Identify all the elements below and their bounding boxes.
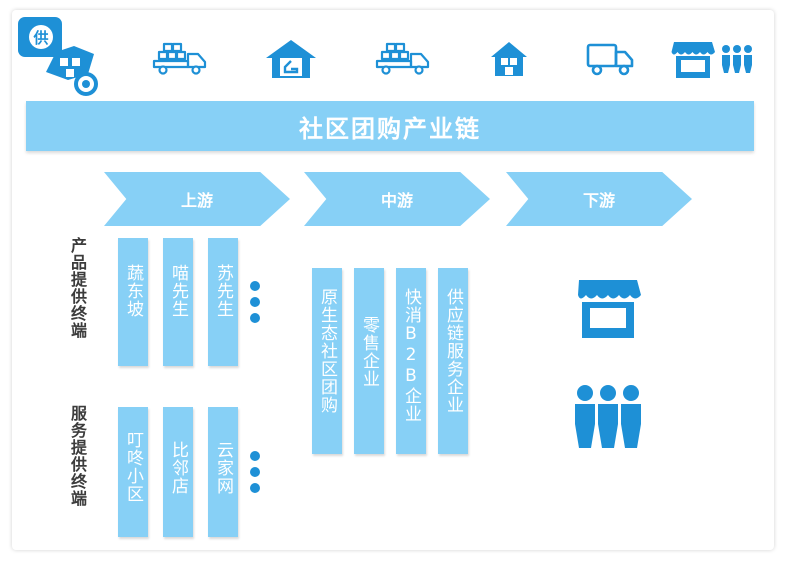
upstream-service-box: 比邻店	[163, 407, 193, 537]
upstream-product-box: 喵先生	[163, 238, 193, 366]
box-label: 喵先生	[168, 264, 188, 318]
store-house-icon	[489, 40, 529, 82]
storefront-icon	[670, 40, 716, 84]
box-label: 原生态社区团购	[317, 288, 337, 414]
upstream-service-box: 叮咚小区	[118, 407, 148, 537]
people-icon	[720, 44, 754, 78]
warehouse-icon	[264, 38, 318, 84]
more-dot	[250, 313, 260, 323]
box-label: 快消B2B企业	[401, 288, 421, 423]
truck-boxes-icon	[152, 42, 208, 80]
box-label: 云家网	[213, 441, 233, 495]
more-dot	[250, 483, 260, 493]
upstream-product-box: 苏先生	[208, 238, 238, 366]
box-label: 苏先生	[213, 264, 233, 318]
storefront-icon	[574, 278, 642, 344]
midstream-box: 原生态社区团购	[312, 268, 342, 454]
delivery-truck-icon	[586, 42, 634, 80]
more-dot	[250, 297, 260, 307]
people-icon	[572, 384, 644, 454]
upstream-product-box: 蔬东坡	[118, 238, 148, 366]
more-dot	[250, 281, 260, 291]
stage-midstream: 中游	[304, 172, 490, 226]
more-dot	[250, 451, 260, 461]
midstream-box: 供应链服务企业	[438, 268, 468, 454]
truck-boxes-icon	[375, 42, 431, 80]
box-label: 比邻店	[168, 441, 188, 495]
upstream-service-box: 云家网	[208, 407, 238, 537]
midstream-box: 零售企业	[354, 268, 384, 454]
midstream-box: 快消B2B企业	[396, 268, 426, 454]
box-label: 蔬东坡	[123, 264, 143, 318]
stage-upstream: 上游	[104, 172, 290, 226]
logo-badge-text: 供	[29, 25, 53, 49]
row-label-products: 产品提供终端	[68, 237, 87, 339]
logo: 供	[16, 14, 100, 98]
box-label: 供应链服务企业	[443, 288, 463, 414]
row-label-services: 服务提供终端	[68, 405, 87, 507]
stage-downstream: 下游	[506, 172, 692, 226]
page-title: 社区团购产业链	[26, 101, 754, 151]
box-label: 叮咚小区	[123, 431, 143, 503]
box-label: 零售企业	[359, 316, 379, 388]
more-dot	[250, 467, 260, 477]
